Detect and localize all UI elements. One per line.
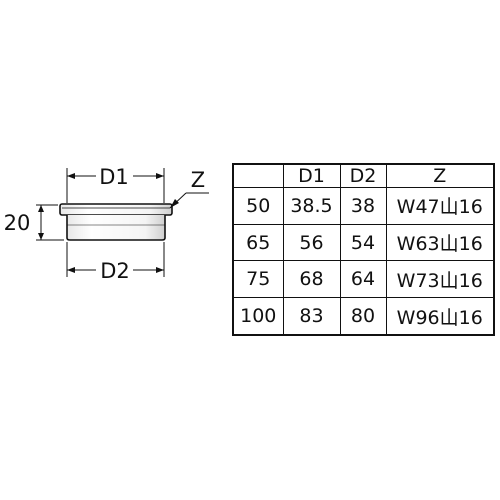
- cell-d2: 64: [339, 260, 387, 299]
- d2-dimension: D2: [66, 242, 165, 283]
- cell-z: W73山16: [385, 260, 495, 299]
- cell-d2: 80: [339, 297, 387, 336]
- cell-d1: 56: [282, 223, 341, 262]
- spec-header-d2: D2: [339, 163, 387, 188]
- table-row: 65 56 54 W63山16: [232, 223, 495, 262]
- z-leader: Z: [169, 168, 209, 209]
- cell-z: W96山16: [385, 297, 495, 336]
- part-body: [66, 215, 166, 241]
- spec-header-z: Z: [385, 163, 495, 188]
- height-dimension: 20: [4, 204, 64, 241]
- d1-label: D1: [99, 165, 129, 189]
- table-row: 75 68 64 W73山16: [232, 260, 495, 299]
- z-label: Z: [191, 168, 205, 192]
- cell-d1: 38.5: [282, 187, 341, 225]
- table-row: 50 38.5 38 W47山16: [232, 187, 495, 225]
- cell-d1: 83: [282, 297, 341, 336]
- d2-label: D2: [100, 259, 130, 283]
- cell-size: 100: [232, 297, 284, 336]
- cell-d2: 38: [339, 187, 387, 225]
- cell-d2: 54: [339, 223, 387, 262]
- cell-size: 75: [232, 260, 284, 299]
- cell-d1: 68: [282, 260, 341, 299]
- table-row: 100 83 80 W96山16: [232, 297, 495, 336]
- cell-z: W63山16: [385, 223, 495, 262]
- d1-dimension: D1: [66, 165, 165, 203]
- spec-header-d1: D1: [282, 163, 341, 188]
- spec-table: D1 D2 Z 50 38.5 38 W47山16 65 56 54 W63山1…: [232, 163, 495, 336]
- cell-size: 65: [232, 223, 284, 262]
- part-flange: [59, 203, 173, 216]
- adapter-part: [59, 203, 173, 241]
- spec-header-size: [232, 163, 284, 188]
- spec-header-row: D1 D2 Z: [232, 163, 495, 188]
- height-label: 20: [4, 211, 31, 235]
- cell-size: 50: [232, 187, 284, 225]
- cell-z: W47山16: [385, 187, 495, 225]
